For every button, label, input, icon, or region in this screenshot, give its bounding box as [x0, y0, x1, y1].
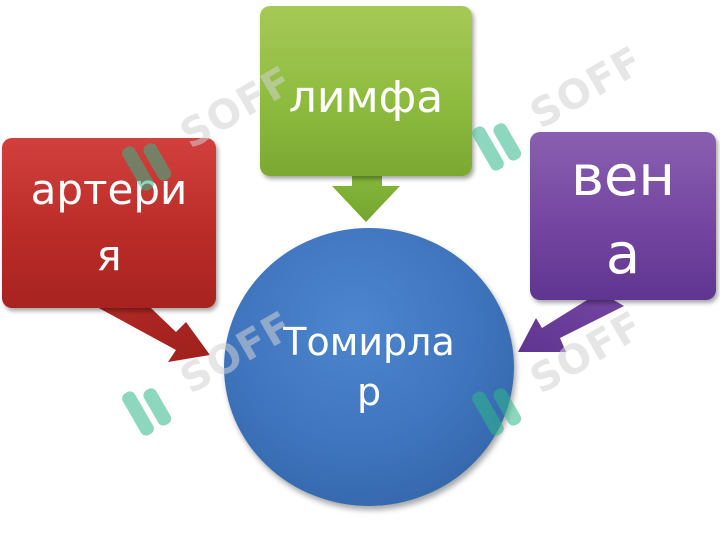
- node-vena-label: вен а: [570, 144, 676, 287]
- node-limfa: лимфа: [260, 6, 472, 176]
- arrow-limfa-to-center: [332, 172, 400, 222]
- node-limfa-label: лимфа: [288, 72, 444, 123]
- node-arteriya-label: артери я: [30, 165, 188, 280]
- arrow-vena-to-center: [518, 292, 624, 352]
- center-node-label: Томирла р: [283, 320, 455, 414]
- node-arteriya: артери я: [2, 138, 216, 308]
- node-vena: вен а: [530, 132, 716, 300]
- center-node: Томирла р: [224, 228, 514, 506]
